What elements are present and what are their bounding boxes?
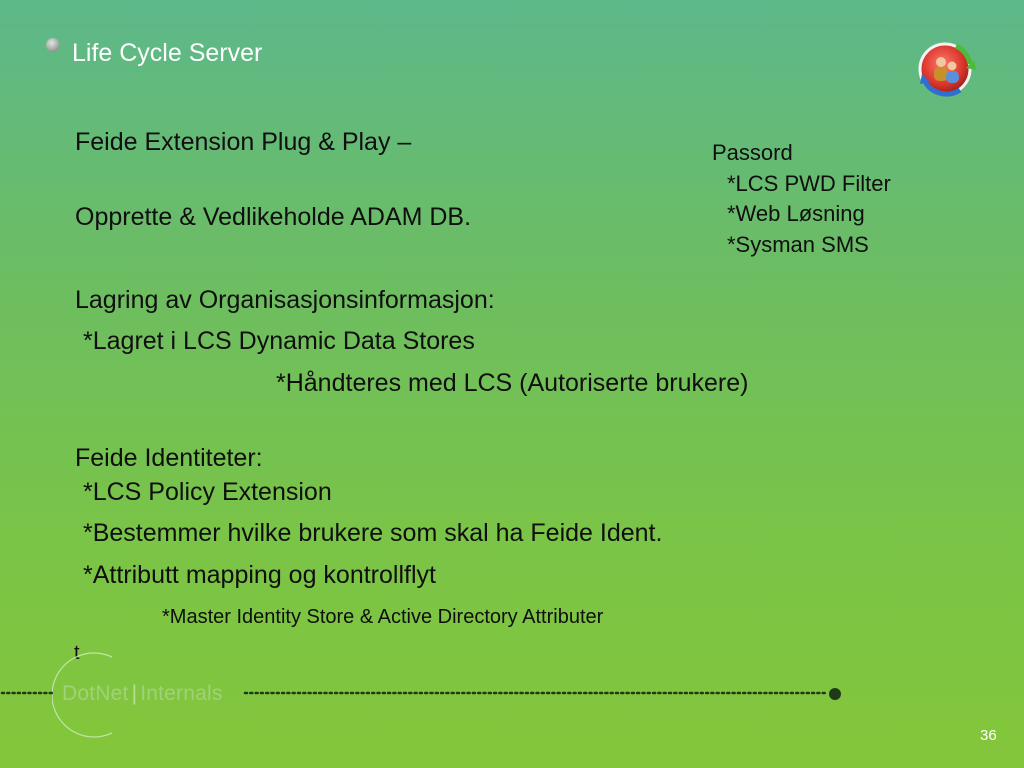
lifecycle-users-icon xyxy=(918,42,976,97)
passord-item: *Web Løsning xyxy=(727,201,865,226)
footer-end-dot-icon xyxy=(829,688,841,700)
bestemmer-item: *Bestemmer hvilke brukere som skal ha Fe… xyxy=(83,519,663,547)
brand-dotnet: DotNet xyxy=(62,682,129,705)
title-bullet-icon xyxy=(46,38,60,52)
lagret-item: *Lagret i LCS Dynamic Data Stores xyxy=(83,327,475,355)
footer-circle-ornament-icon xyxy=(52,652,112,738)
policy-extension-item: *LCS Policy Extension xyxy=(83,478,332,506)
passord-item: *LCS PWD Filter xyxy=(727,171,891,196)
brand-separator: | xyxy=(131,682,138,705)
passord-heading: Passord xyxy=(712,140,793,165)
page-number: 36 xyxy=(980,727,997,744)
brand-internals: Internals xyxy=(140,682,223,705)
lagring-heading: Lagring av Organisasjonsinformasjon: xyxy=(75,286,495,314)
plug-and-play-line: Feide Extension Plug & Play – xyxy=(75,128,412,156)
attributt-mapping-item: *Attributt mapping og kontrollflyt xyxy=(83,561,436,589)
footer-brand-logo: DotNet|Internals xyxy=(62,680,223,708)
handteres-item: *Håndteres med LCS (Autoriserte brukere) xyxy=(276,369,749,397)
feide-identiteter-heading: Feide Identiteter: xyxy=(75,444,263,472)
passord-item: *Sysman SMS xyxy=(727,232,869,257)
adam-db-line: Opprette & Vedlikeholde ADAM DB. xyxy=(75,203,472,231)
stray-t-text: t xyxy=(74,642,80,664)
slide-title: Life Cycle Server xyxy=(72,39,263,67)
master-identity-item: *Master Identity Store & Active Director… xyxy=(162,606,604,628)
